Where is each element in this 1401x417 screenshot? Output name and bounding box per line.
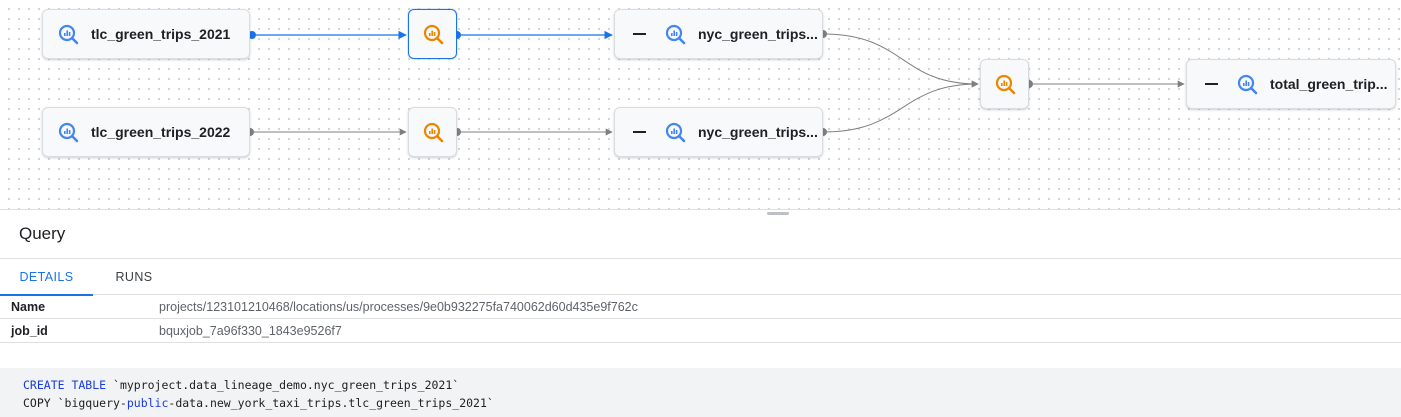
- edge-nyc2021-to-querytotal: [822, 33, 979, 88]
- node-label: nyc_green_trips...: [698, 124, 818, 140]
- field-value: bquxjob_7a96f330_1843e9526f7: [159, 324, 342, 338]
- lineage-graph-canvas[interactable]: tlc_green_trips_2021 tlc_green_trips_202…: [0, 0, 1401, 209]
- field-key: Name: [11, 300, 46, 314]
- table-node-tlc-green-trips-2021[interactable]: tlc_green_trips_2021: [42, 9, 250, 59]
- bigquery-query-icon: [994, 73, 1016, 95]
- query-node-2022[interactable]: [408, 107, 457, 157]
- sql-line-2: COPY `bigquery-public-data.new_york_taxi…: [23, 396, 494, 410]
- bigquery-table-icon: [57, 121, 79, 143]
- resize-handle[interactable]: [767, 212, 789, 215]
- sql-text: `myproject.data_lineage_demo.nyc_green_t…: [106, 378, 460, 392]
- bigquery-query-icon: [422, 23, 444, 45]
- table-node-nyc-green-trips-2022[interactable]: nyc_green_trips...: [614, 107, 823, 157]
- table-node-nyc-green-trips-2021[interactable]: nyc_green_trips...: [614, 9, 823, 59]
- details-tabs: DETAILS RUNS: [0, 258, 1401, 296]
- details-panel-title: Query: [19, 224, 66, 243]
- tab-details[interactable]: DETAILS: [0, 259, 93, 296]
- sql-keyword: public: [126, 396, 169, 410]
- bigquery-table-icon: [1236, 73, 1258, 95]
- collapse-icon[interactable]: [633, 131, 646, 133]
- bigquery-table-icon: [664, 121, 686, 143]
- field-key: job_id: [11, 324, 48, 338]
- query-node-2021[interactable]: [408, 9, 457, 59]
- bigquery-table-icon: [664, 23, 686, 45]
- field-value: projects/123101210468/locations/us/proce…: [159, 300, 638, 314]
- edge-nyc2022-to-querytotal: [822, 80, 979, 133]
- node-label: nyc_green_trips...: [698, 26, 818, 42]
- tab-runs[interactable]: RUNS: [115, 270, 153, 284]
- port-src2021-out: [248, 31, 256, 39]
- detail-row-job-id: job_id bquxjob_7a96f330_1843e9526f7: [0, 319, 1401, 343]
- panel-divider: [0, 209, 1401, 210]
- table-node-total-green-trips[interactable]: total_green_trip...: [1186, 59, 1396, 109]
- collapse-icon[interactable]: [1205, 83, 1218, 85]
- sql-text: -data.new_york_taxi_trips.tlc_green_trip…: [168, 396, 494, 410]
- table-node-tlc-green-trips-2022[interactable]: tlc_green_trips_2022: [42, 107, 250, 157]
- node-label: total_green_trip...: [1270, 76, 1388, 92]
- collapse-icon[interactable]: [633, 33, 646, 35]
- detail-row-name: Name projects/123101210468/locations/us/…: [0, 295, 1401, 319]
- node-label: tlc_green_trips_2022: [91, 124, 231, 140]
- sql-keyword: CREATE TABLE: [23, 378, 107, 392]
- bigquery-table-icon: [57, 23, 79, 45]
- node-label: tlc_green_trips_2021: [91, 26, 231, 42]
- sql-code-block: CREATE TABLE `myproject.data_lineage_dem…: [0, 368, 1401, 417]
- bigquery-query-icon: [422, 121, 444, 143]
- query-node-total[interactable]: [980, 59, 1029, 109]
- sql-line-1: CREATE TABLE `myproject.data_lineage_dem…: [23, 378, 459, 392]
- sql-text: COPY `bigquery-: [23, 396, 127, 410]
